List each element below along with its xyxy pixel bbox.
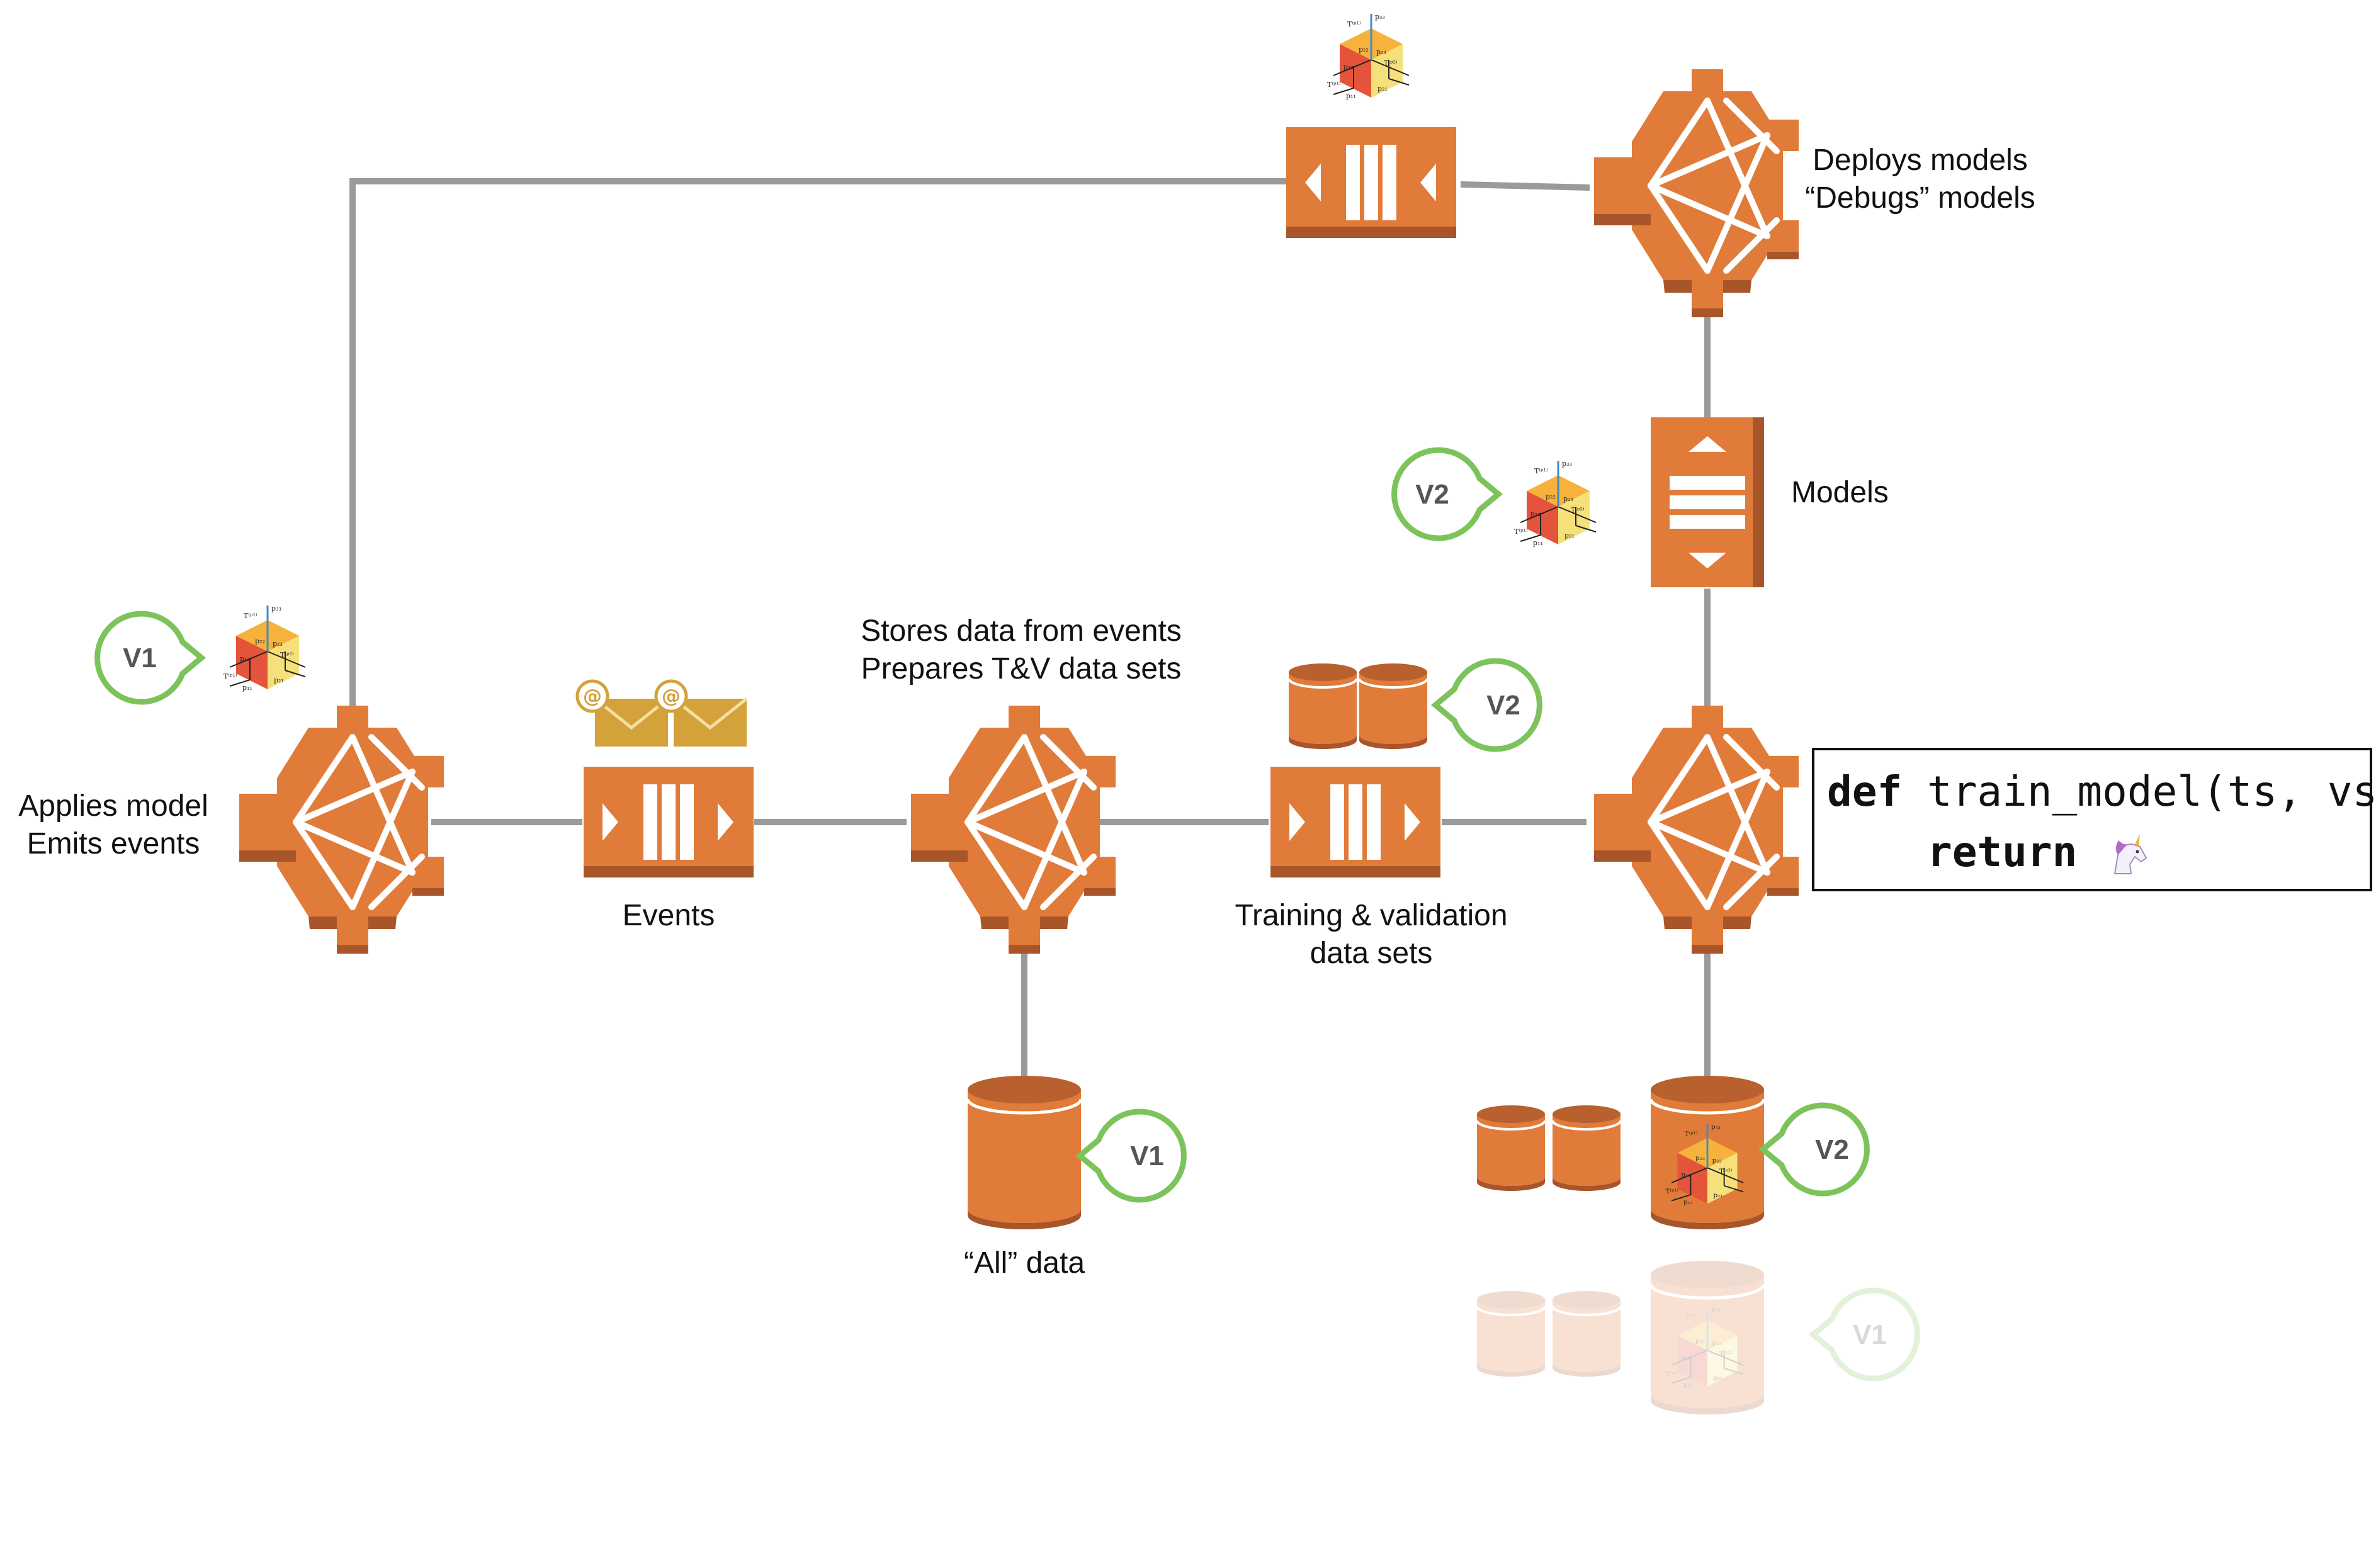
- deployer-label-line2: “Debugs” models: [1805, 181, 2035, 215]
- version-badge-icon: V1: [1075, 1108, 1187, 1203]
- tv-label-line2: data sets: [1310, 937, 1433, 970]
- version-badge-icon: V1: [94, 611, 206, 705]
- trainer-compute-node-icon: [1594, 706, 1799, 954]
- version-badge-icon: V2: [1391, 447, 1503, 541]
- code-keyword-return: return: [1926, 828, 2078, 876]
- model-cube-icon: [1513, 458, 1597, 548]
- deploy-queue-icon: [1286, 127, 1456, 238]
- envelope-icon: [656, 681, 747, 747]
- events-label: Events: [623, 899, 715, 932]
- tv-queue-icon: [1270, 767, 1440, 877]
- model-cube-icon: [1326, 11, 1410, 101]
- code-keyword-def: def: [1827, 767, 1903, 816]
- training-code-box: def train_model(ts, vs): return: [1812, 748, 2376, 891]
- training-set-database-icon: [1476, 1104, 1546, 1192]
- app-version-badge: V1: [123, 643, 157, 674]
- previous-version-group: V1: [1476, 1261, 1920, 1414]
- code-signature: train_model(ts, vs):: [1902, 767, 2376, 816]
- previous-version-badge: V1: [1853, 1319, 1887, 1350]
- events-queue-icon: [584, 767, 754, 877]
- envelope-icon: [577, 681, 668, 747]
- validation-set-database-icon: [1551, 1104, 1622, 1192]
- models-label: Models: [1791, 476, 1889, 509]
- line-app-to-deploy-queue: [349, 178, 1287, 718]
- version-badge-icon: V2: [1758, 1102, 1870, 1197]
- app-compute-node-icon: [239, 706, 444, 954]
- model-cube-icon: [222, 603, 307, 693]
- deployer-label-line1: Deploys models: [1813, 144, 2027, 177]
- tv-version-badge: V2: [1486, 690, 1520, 721]
- tv-label-line1: Training & validation: [1235, 899, 1507, 932]
- validation-set-database-icon: [1358, 662, 1428, 750]
- unicorn-icon: [2113, 833, 2147, 874]
- models-version-badge: V2: [1415, 479, 1449, 510]
- etl-label-line2: Prepares T&V data sets: [861, 652, 1182, 685]
- all-data-database-icon: [968, 1076, 1081, 1229]
- etl-label-line1: Stores data from events: [861, 614, 1182, 648]
- app-label-line2: Emits events: [27, 827, 200, 860]
- deployer-compute-node-icon: [1594, 69, 1799, 317]
- all-data-version-badge: V1: [1130, 1141, 1164, 1171]
- app-label-line1: Applies model: [18, 789, 208, 823]
- version-badge-icon: V2: [1430, 658, 1542, 752]
- model-store-version-badge: V2: [1815, 1134, 1849, 1165]
- training-set-database-icon: [1287, 662, 1358, 750]
- line-deploy-queue-to-deployer: [1460, 181, 1590, 191]
- etl-compute-node-icon: [911, 706, 1116, 954]
- all-data-label: “All” data: [964, 1246, 1085, 1280]
- models-queue-icon: [1651, 417, 1764, 587]
